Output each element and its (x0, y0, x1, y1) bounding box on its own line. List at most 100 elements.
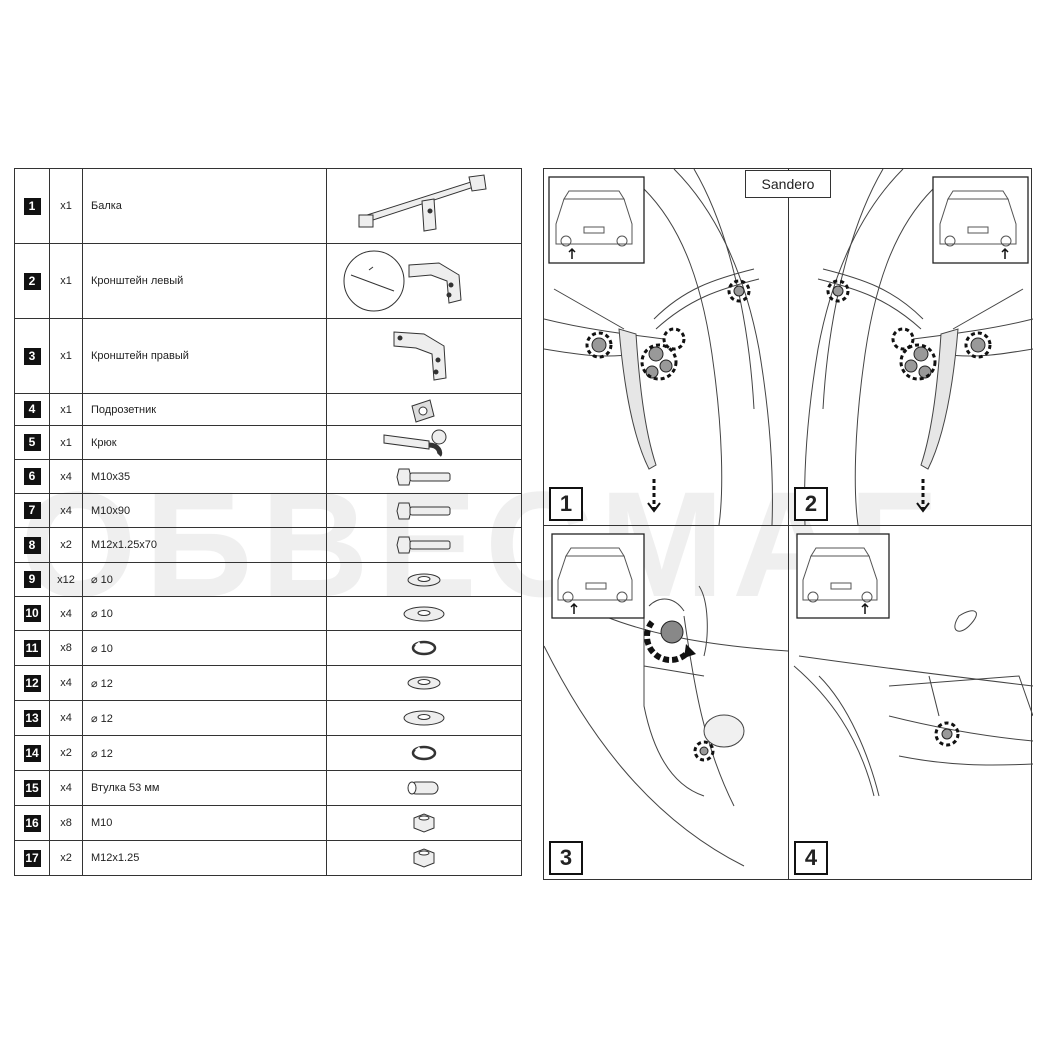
panel-divider-horizontal (544, 525, 1031, 527)
spring-washer-icon (327, 743, 521, 763)
part-number: 10 (23, 605, 41, 622)
bolt-icon (327, 499, 521, 523)
part-picture-cell (326, 596, 522, 631)
part-picture-cell (326, 665, 522, 701)
part-picture-cell (326, 700, 522, 736)
step-1-number: 1 (549, 487, 583, 521)
part-number: 5 (23, 434, 41, 451)
step-1-illustration (544, 169, 773, 525)
part-name: Кронштейн правый (82, 318, 327, 394)
part-quantity: x1 (49, 425, 83, 460)
installation-diagram: Sandero (543, 168, 1033, 880)
part-quantity: x1 (49, 168, 83, 244)
part-picture-cell (326, 630, 522, 666)
part-number-cell: 1 (14, 168, 50, 244)
part-row: 10 x4⌀ 10 (14, 596, 522, 631)
part-name: M10x90 (82, 493, 327, 528)
part-picture-cell (326, 562, 522, 597)
part-number: 13 (23, 709, 41, 727)
part-number: 14 (23, 744, 41, 762)
part-number-cell: 11 (14, 630, 50, 666)
part-quantity: x8 (49, 805, 83, 841)
part-number: 17 (23, 849, 41, 867)
part-name: ⌀ 10 (82, 630, 327, 666)
part-name: Балка (82, 168, 327, 244)
part-name: M10 (82, 805, 327, 841)
part-number-cell: 6 (14, 459, 50, 494)
part-row: 13 x4⌀ 12 (14, 700, 522, 736)
part-quantity: x4 (49, 700, 83, 736)
part-name: M12x1.25 (82, 840, 327, 876)
socket-plate-icon (327, 396, 521, 424)
part-name: ⌀ 12 (82, 665, 327, 701)
wide-washer-icon (327, 707, 521, 729)
step-4-illustration (793, 533, 1033, 797)
part-number-cell: 17 (14, 840, 50, 876)
bolt-icon (327, 465, 521, 489)
nut-icon (327, 810, 521, 836)
part-quantity: x2 (49, 527, 83, 563)
part-number-cell: 9 (14, 562, 50, 597)
part-quantity: x12 (49, 562, 83, 597)
part-quantity: x4 (49, 493, 83, 528)
part-name: ⌀ 10 (82, 596, 327, 631)
part-name: Крюк (82, 425, 327, 460)
part-name: Подрозетник (82, 393, 327, 426)
part-picture-cell (326, 840, 522, 876)
part-picture-cell (326, 393, 522, 426)
part-quantity: x4 (49, 459, 83, 494)
part-number-cell: 3 (14, 318, 50, 394)
step-3-number: 3 (549, 841, 583, 875)
part-number-cell: 13 (14, 700, 50, 736)
part-picture-cell (326, 805, 522, 841)
part-quantity: x4 (49, 596, 83, 631)
step-2-number: 2 (794, 487, 828, 521)
part-picture-cell (326, 459, 522, 494)
part-picture-cell (326, 527, 522, 563)
part-picture-cell (326, 168, 522, 244)
part-name: M12x1.25x70 (82, 527, 327, 563)
part-number-cell: 4 (14, 393, 50, 426)
part-number: 3 (23, 347, 41, 365)
panel-divider-vertical (788, 169, 790, 879)
model-label: Sandero (745, 170, 831, 198)
part-quantity: x1 (49, 243, 83, 319)
part-picture-cell (326, 735, 522, 771)
part-name: ⌀ 12 (82, 700, 327, 736)
part-number-cell: 10 (14, 596, 50, 631)
part-quantity: x1 (49, 318, 83, 394)
part-number: 1 (23, 197, 41, 215)
part-number-cell: 16 (14, 805, 50, 841)
tow-ball-hook-icon (327, 427, 521, 459)
flat-washer-icon (327, 570, 521, 590)
part-number: 9 (23, 571, 41, 588)
part-quantity: x1 (49, 393, 83, 426)
part-picture-cell (326, 425, 522, 460)
wide-washer-icon (327, 603, 521, 625)
part-quantity: x4 (49, 665, 83, 701)
part-number: 11 (23, 639, 41, 657)
part-number-cell: 7 (14, 493, 50, 528)
part-picture-cell (326, 243, 522, 319)
part-picture-cell (326, 318, 522, 394)
part-number: 15 (23, 779, 41, 797)
part-row: 12 x4⌀ 12 (14, 665, 522, 701)
step-3-illustration (544, 533, 788, 867)
part-number: 12 (23, 674, 41, 692)
part-number: 2 (23, 272, 41, 290)
part-name: Кронштейн левый (82, 243, 327, 319)
spring-washer-icon (327, 638, 521, 658)
step-2-illustration (804, 169, 1033, 525)
part-name: M10x35 (82, 459, 327, 494)
